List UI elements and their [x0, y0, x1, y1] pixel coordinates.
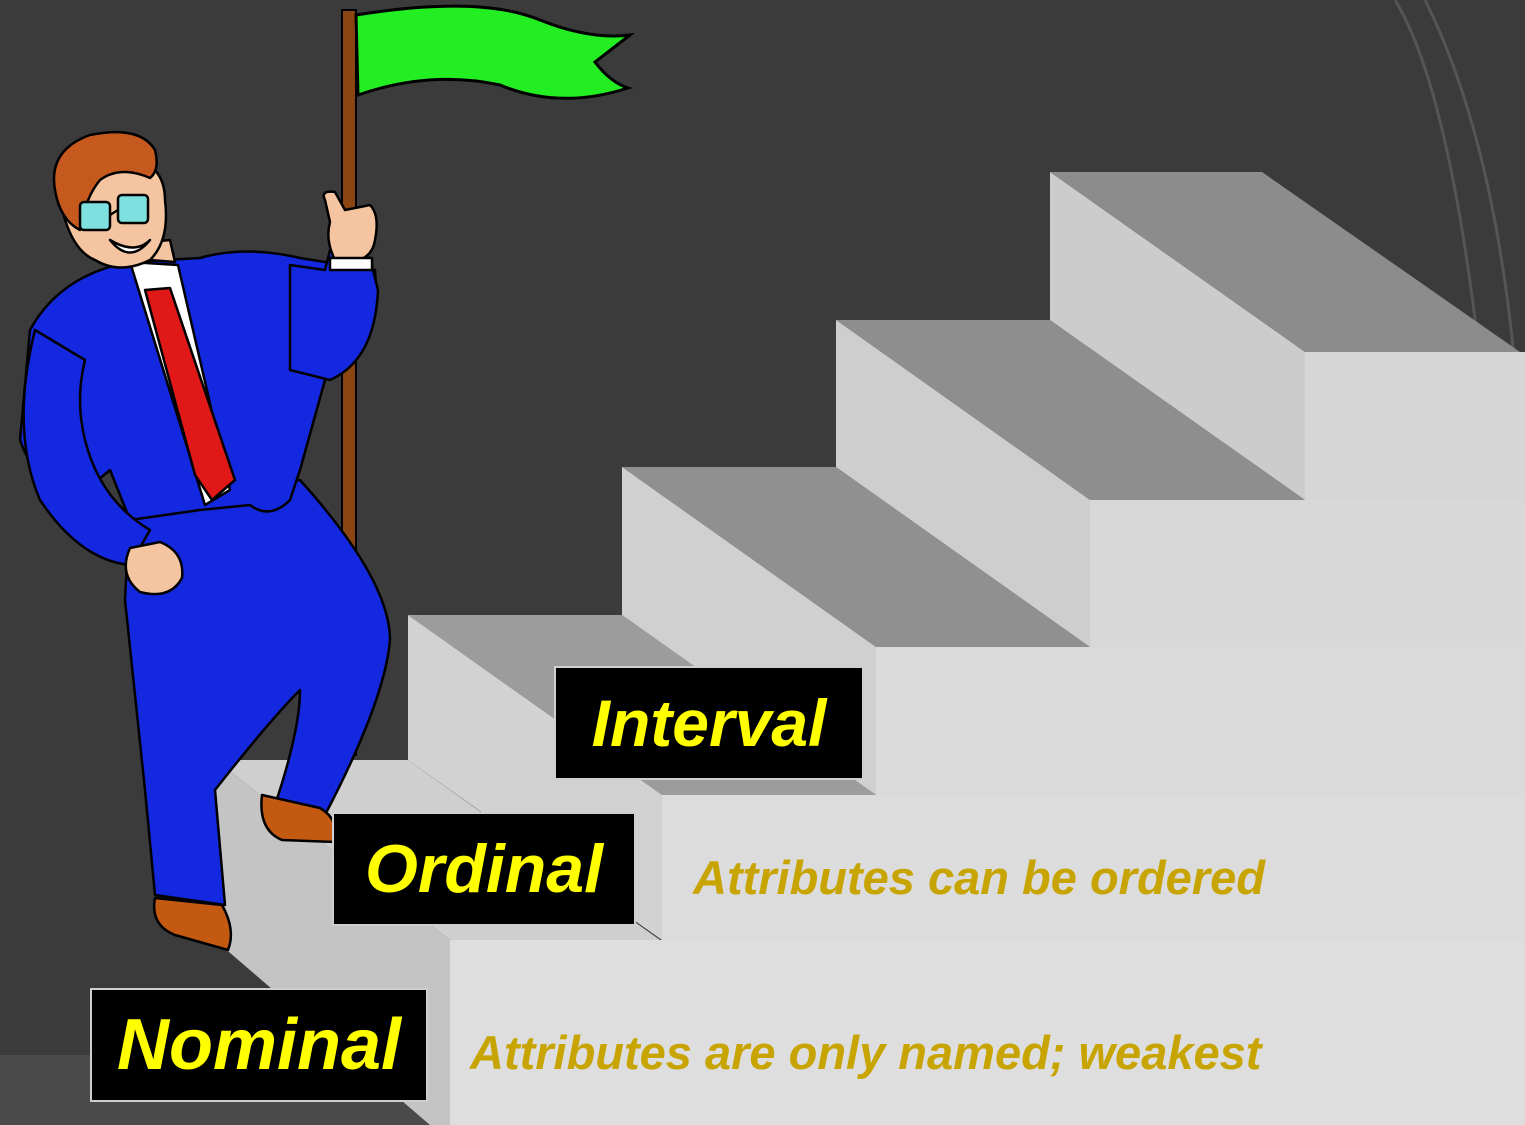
staircase [215, 172, 1525, 1125]
man-figure [18, 130, 392, 952]
tie [143, 286, 237, 502]
glasses-left [78, 200, 112, 232]
ordinal-label-text: Ordinal [364, 831, 604, 907]
glasses-right [116, 193, 150, 225]
thumb-hand [322, 190, 378, 264]
nominal-label: Nominal [90, 988, 428, 1102]
left-fist [124, 540, 184, 596]
back-shoe [152, 896, 233, 952]
smile [108, 238, 152, 254]
ordinal-description: Attributes can be ordered [693, 851, 1265, 904]
interval-label: Interval [554, 666, 864, 780]
flag-cloth [354, 4, 636, 100]
nominal-description: Attributes are only named; weakest [470, 1026, 1262, 1079]
ordinal-label: Ordinal [332, 812, 636, 926]
interval-label-text: Interval [591, 686, 827, 760]
nominal-label-text: Nominal [116, 1005, 402, 1085]
cuff [328, 256, 374, 272]
